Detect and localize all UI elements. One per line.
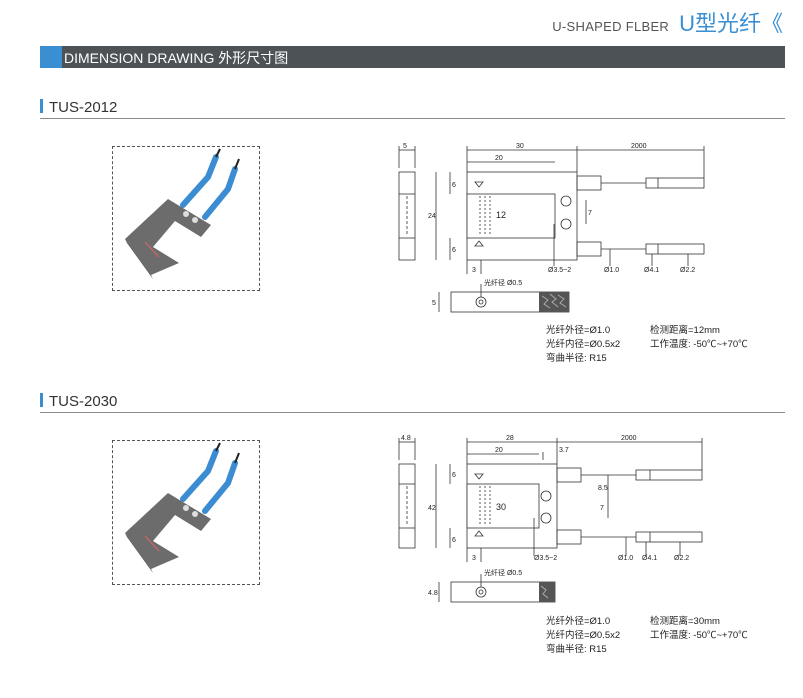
dim-fiber-b: Ø4.1 (644, 267, 659, 274)
dim-arm-top: 6 (452, 182, 456, 189)
dim-bottom-height: 4.8 (428, 590, 438, 597)
dim-fiber-b: Ø4.1 (642, 555, 657, 562)
model-name: TUS-2012 (49, 99, 118, 116)
spec-bend-radius: 弯曲半径: R15 (546, 644, 607, 655)
model-title-2: TUS-2030 (40, 393, 117, 410)
dim-hole: Ø3.5~2 (548, 267, 571, 274)
dim-bottom-label: 光纤径 Ø0.5 (484, 278, 522, 287)
model-divider (40, 412, 785, 413)
dim-lens-offset: 8.5 (598, 485, 608, 492)
dim-slot: 3.7 (559, 447, 569, 454)
dim-cable-length: 2000 (631, 143, 647, 150)
dim-bottom-offset: 3 (472, 267, 476, 274)
dim-inner-width: 20 (495, 447, 503, 454)
dim-total-width: 30 (516, 143, 524, 150)
sensor-photo-illustration (125, 442, 240, 573)
spec-work-temp: 工作温度: -50℃~+70℃ (650, 630, 748, 641)
dim-height: 42 (428, 505, 436, 512)
section-bar-accent (40, 46, 62, 68)
cable-end-hatch (539, 582, 555, 602)
dim-gap: 30 (496, 502, 506, 512)
dim-arm-top: 6 (452, 472, 456, 479)
dim-total-width: 28 (506, 435, 514, 442)
model-mark (40, 393, 43, 407)
header-title-cn: U型光纤《 (679, 11, 783, 36)
spec-work-temp: 工作温度: -50℃~+70℃ (650, 339, 748, 350)
dim-hole-pitch: 7 (588, 210, 592, 217)
dim-arm-bottom: 6 (452, 247, 456, 254)
dim-arm-bottom: 6 (452, 537, 456, 544)
model-mark (40, 99, 43, 113)
dimension-drawing-1: 5 30 20 2000 24 6 6 12 7 3 Ø3.5~2 Ø1.0 Ø… (398, 143, 705, 313)
spec-detect-distance: 检测距离=12mm (650, 325, 720, 336)
dimension-drawing-2: 4.8 28 20 3.7 2000 42 6 6 30 8.5 7 3 Ø3.… (398, 435, 703, 603)
dim-hole: Ø3.5~2 (534, 555, 557, 562)
dim-inner-width: 20 (495, 155, 503, 162)
dim-fiber-c: Ø2.2 (680, 267, 695, 274)
spec-block-2: 光纤外径=Ø1.0 检测距离=30mm 光纤内径=Ø0.5x2 工作温度: -50℃… (546, 615, 748, 657)
dim-bottom-label: 光纤径 Ø0.5 (484, 568, 522, 577)
page-header: U-SHAPED FLBER U型光纤《 (552, 6, 783, 38)
model-title-1: TUS-2012 (40, 99, 117, 116)
dim-bottom-height: 5 (432, 300, 436, 307)
cable-end-hatch (539, 292, 569, 312)
dim-fiber-c: Ø2.2 (674, 555, 689, 562)
section-bar: DIMENSION DRAWING 外形尺寸图 (40, 46, 785, 68)
section-title: DIMENSION DRAWING 外形尺寸图 (64, 50, 289, 66)
dim-fiber-a: Ø1.0 (618, 555, 633, 562)
model-name: TUS-2030 (49, 393, 118, 410)
spec-outer-diameter: 光纤外径=Ø1.0 (546, 616, 611, 627)
spec-detect-distance: 检测距离=30mm (650, 616, 720, 627)
dim-side-width: 4.8 (401, 435, 411, 442)
dim-gap: 12 (496, 210, 506, 220)
product-photo-2 (112, 440, 260, 585)
dim-bottom-offset: 3 (472, 555, 476, 562)
dim-hole-pitch: 7 (600, 505, 604, 512)
model-divider (40, 118, 785, 119)
dim-side-width: 5 (403, 143, 407, 150)
sensor-photo-illustration (125, 148, 240, 279)
spec-bend-radius: 弯曲半径: R15 (546, 353, 607, 364)
product-photo-1 (112, 146, 260, 291)
spec-outer-diameter: 光纤外径=Ø1.0 (546, 325, 611, 336)
header-title-en: U-SHAPED FLBER (552, 19, 670, 34)
spec-inner-diameter: 光纤内径=Ø0.5x2 (546, 630, 621, 641)
dim-height: 24 (428, 213, 436, 220)
spec-inner-diameter: 光纤内径=Ø0.5x2 (546, 339, 621, 350)
spec-block-1: 光纤外径=Ø1.0 检测距离=12mm 光纤内径=Ø0.5x2 工作温度: -50℃… (546, 324, 748, 366)
dim-cable-length: 2000 (621, 435, 637, 442)
dim-fiber-a: Ø1.0 (604, 267, 619, 274)
